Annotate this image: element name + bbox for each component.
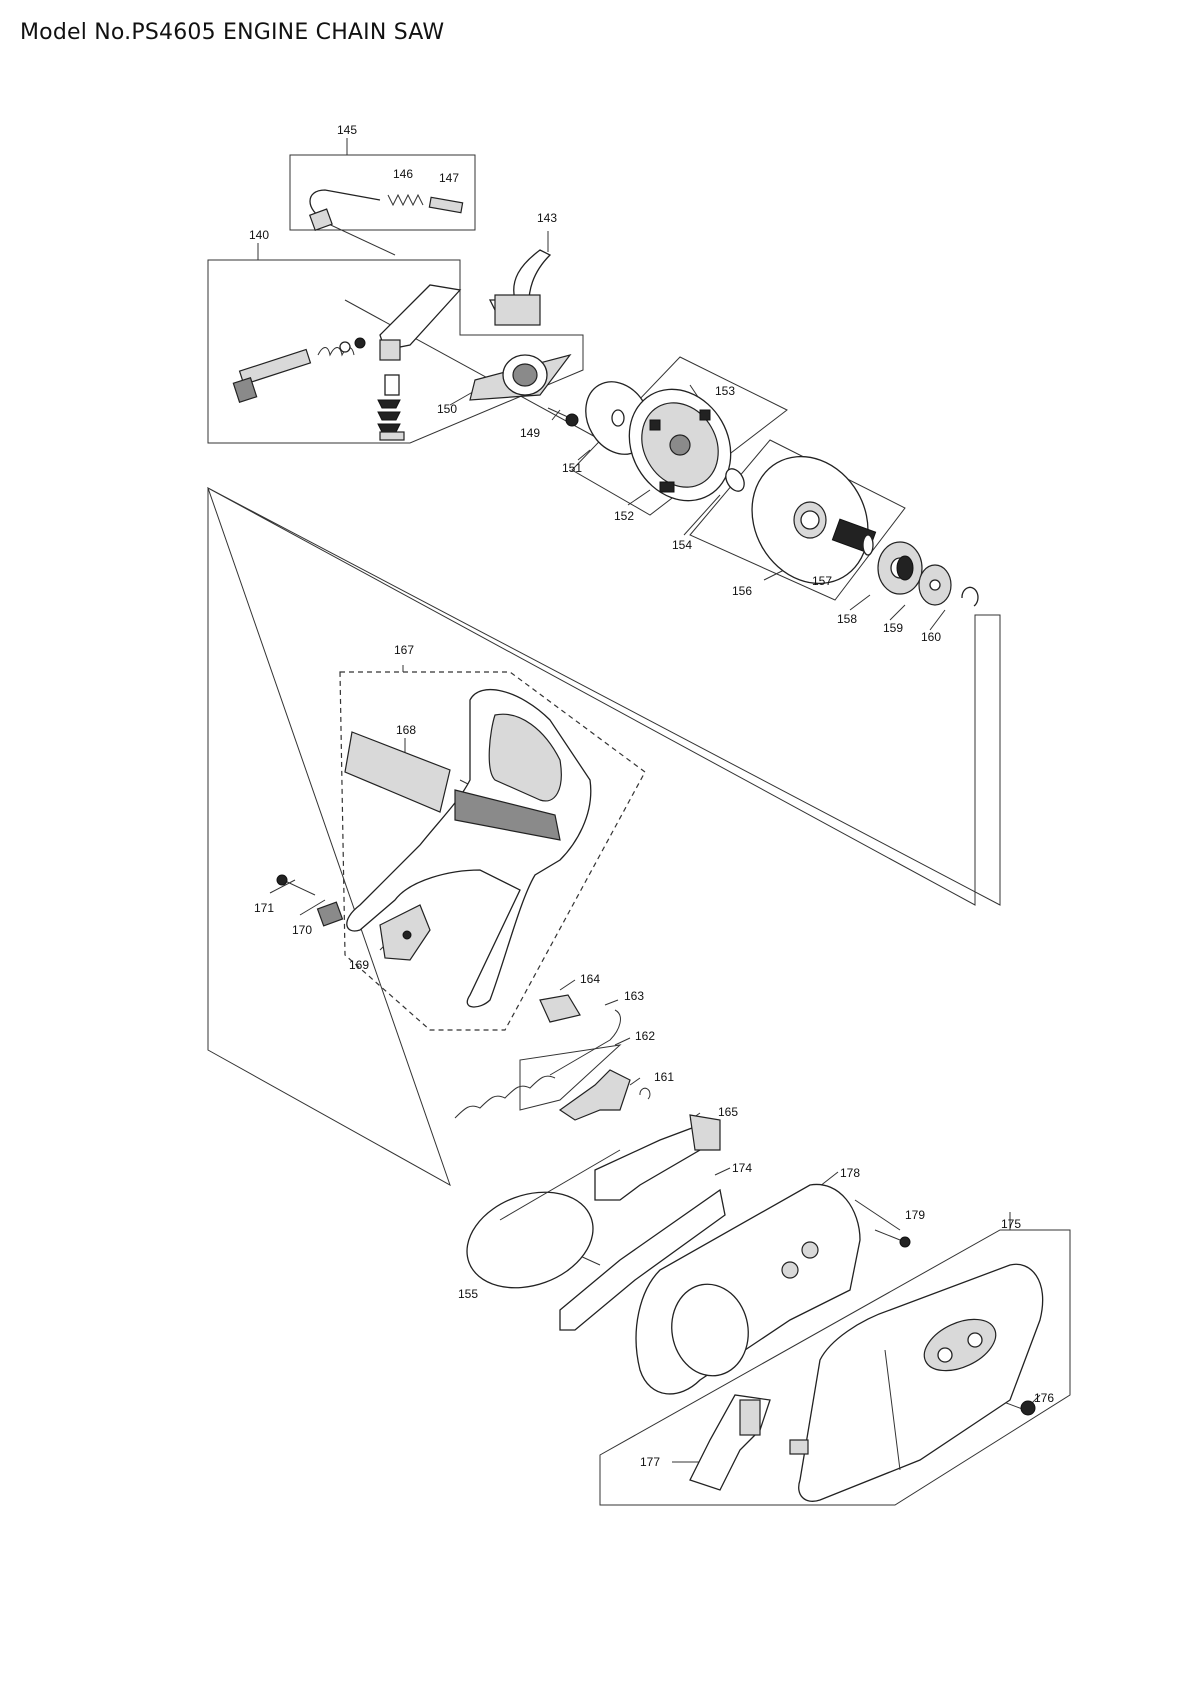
bushing-part-170 [316,901,344,927]
group-box-145 [289,154,476,231]
group-box-167 [339,671,646,1031]
label-167: 167 [394,643,414,657]
rail-part-174 [559,1188,726,1331]
group-box-140 [207,259,584,444]
spring-part-163 [454,1009,621,1119]
page-title: Model No.PS4605 ENGINE CHAIN SAW [20,20,445,45]
clutch-part-152 [628,388,732,502]
sprocket-cover-part-175 [789,1263,1044,1502]
label-165: 165 [718,1105,738,1119]
label-154: 154 [672,538,692,552]
sprocket-part-158 [877,541,923,595]
screw-part-149 [547,407,579,427]
screw-part-179 [874,1229,911,1248]
label-175: 175 [1001,1217,1021,1231]
group-box-162 [519,1044,622,1111]
label-part-168 [344,731,451,813]
label-159: 159 [883,621,903,635]
label-169: 169 [349,958,369,972]
label-147: 147 [439,171,459,185]
group-box-156 [689,439,906,601]
clip-part-160 [961,586,979,607]
label-149: 149 [520,426,540,440]
label-164: 164 [580,972,600,986]
label-170: 170 [292,923,312,937]
label-152: 152 [614,509,634,523]
nut-part-176 [1020,1400,1036,1416]
label-168: 168 [396,723,416,737]
lever-part-162 [558,1069,631,1121]
tensioner-part-177 [689,1394,771,1491]
label-143: 143 [537,211,557,225]
brake-handle-part-167 [346,688,592,1008]
label-160: 160 [921,630,941,644]
lever-part-143 [488,249,552,326]
worm-gear-part-150 [469,353,572,401]
washer-part-154 [725,468,745,492]
label-156: 156 [732,584,752,598]
block-part-165 [594,1114,721,1201]
label-176: 176 [1034,1391,1054,1405]
bracket-part-169 [379,904,431,961]
label-145: 145 [337,123,357,137]
part-labels: 145 146 147 143 140 153 150 149 151 152 … [249,123,1054,1469]
label-174: 174 [732,1161,752,1175]
label-177: 177 [640,1455,660,1469]
washer-part-159 [918,564,952,606]
clutch-drum-part-156 [751,455,869,585]
label-179: 179 [905,1208,925,1222]
group-box-175 [599,1229,1071,1506]
label-146: 146 [393,167,413,181]
group-box-main [207,486,1001,1187]
label-151: 151 [562,461,582,475]
bolt-part-171 [276,874,316,896]
needle-bearing-part-157 [831,518,877,556]
cover-plate-part-178 [635,1183,861,1395]
label-163: 163 [624,989,644,1003]
block-part-164 [539,994,581,1023]
label-161: 161 [654,1070,674,1084]
label-153: 153 [715,384,735,398]
brake-band-part-155 [466,1149,621,1289]
label-178: 178 [840,1166,860,1180]
oil-pump-part-140 [232,284,462,441]
label-157: 157 [812,574,832,588]
label-155: 155 [458,1287,478,1301]
clip-part-161 [639,1087,651,1100]
label-171: 171 [254,901,274,915]
label-140: 140 [249,228,269,242]
oil-pipe-part-145 [308,189,464,232]
label-158: 158 [837,612,857,626]
label-150: 150 [437,402,457,416]
label-162: 162 [635,1029,655,1043]
